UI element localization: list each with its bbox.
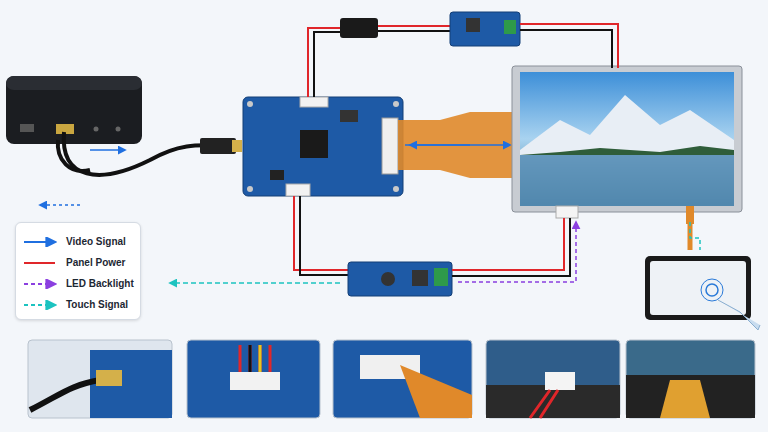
- legend-line: [24, 241, 55, 243]
- legend-row: Panel Power: [22, 252, 134, 273]
- legend-text: LED Backlight: [66, 278, 134, 289]
- legend-sample: [22, 237, 60, 247]
- legend-sample: [22, 258, 60, 268]
- fpc-ribbon: [398, 112, 516, 178]
- legend: Video SignalPanel PowerLED BacklightTouc…: [15, 222, 141, 320]
- media-box: [6, 76, 142, 144]
- panel-power-wiring: [308, 12, 618, 97]
- controller-board: [243, 97, 403, 196]
- legend-row: Video Signal: [22, 231, 134, 252]
- legend-text: Video Signal: [66, 236, 126, 247]
- detail-insets: [28, 340, 755, 418]
- legend-line: [24, 304, 55, 306]
- legend-line: [24, 283, 55, 285]
- hdmi-cable: [58, 132, 242, 175]
- legend-text: Panel Power: [66, 257, 125, 268]
- touch-panel: [645, 222, 760, 330]
- legend-sample: [22, 279, 60, 289]
- legend-row: Touch Signal: [22, 294, 134, 315]
- legend-line: [24, 262, 55, 264]
- display-panel: [512, 66, 742, 224]
- legend-text: Touch Signal: [66, 299, 128, 310]
- legend-sample: [22, 300, 60, 310]
- legend-row: LED Backlight: [22, 273, 134, 294]
